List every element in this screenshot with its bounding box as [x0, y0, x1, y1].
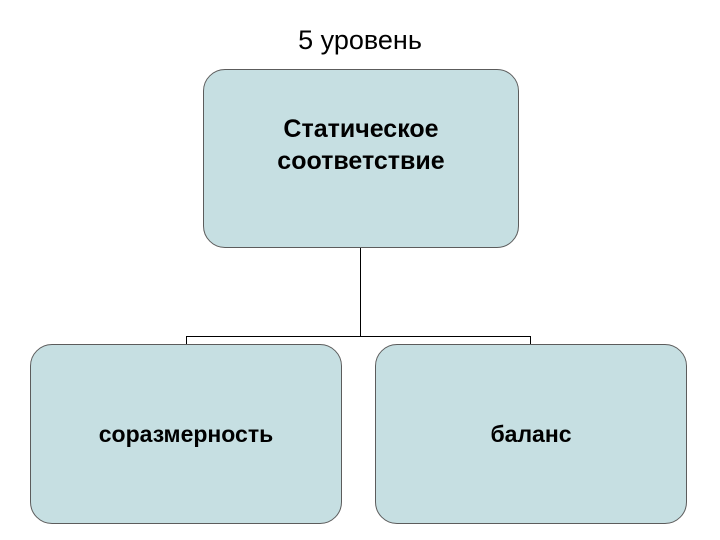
diagram-node-child-1[interactable]: соразмерность	[30, 344, 342, 524]
diagram-node-child-2[interactable]: баланс	[375, 344, 687, 524]
connector-drop-right	[530, 336, 531, 345]
page-title: 5 уровень	[298, 25, 422, 55]
diagram-node-root[interactable]: Статическое соответствие	[203, 69, 519, 248]
connector-vertical-stem	[360, 248, 361, 336]
diagram-node-child-1-label: соразмерность	[98, 420, 274, 447]
diagram-node-child-2-label: баланс	[490, 420, 572, 447]
diagram-node-root-label: Статическое соответствие	[277, 115, 445, 175]
connector-drop-left	[186, 336, 187, 345]
connector-horizontal-bar	[186, 336, 531, 337]
